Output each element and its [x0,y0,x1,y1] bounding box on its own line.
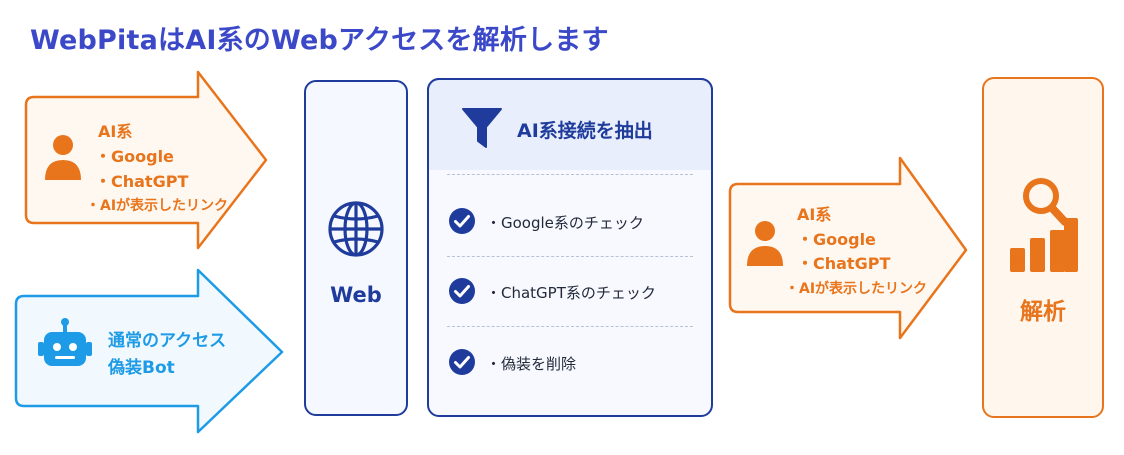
check-item-label: ・偽装を削除 [486,355,577,373]
output-text: AI系 ・Google ・ChatGPT ・AIが表示したリンク [785,203,927,301]
person-icon [747,221,783,266]
ai-access-line: AI系 [98,122,133,141]
check-item-label: ・Google系のチェック [486,214,644,232]
normal-access-text: 通常のアクセス 偽装Bot [108,328,226,382]
check-circle-icon [449,208,475,234]
analytics-chart-icon [1010,178,1078,272]
ai-access-text: AI系 ・Google ・ChatGPT ・AIが表示したリンク [86,119,228,219]
ai-access-line: ・Google [95,147,174,166]
ai-access-line: ・ChatGPT [95,172,189,191]
output-line: ・ChatGPT [797,254,891,273]
robot-icon [38,318,92,366]
person-icon [45,135,81,180]
output-line: AI系 [797,205,832,224]
extract-title: AI系接続を抽出 [517,120,653,142]
divider [447,256,693,257]
output-line: ・Google [797,229,876,249]
result-label: 解析 [1020,299,1066,325]
page-title: WebPitaはAI系のWebアクセスを解析します [30,25,609,56]
globe-icon [328,201,384,257]
normal-access-line: 偽装Bot [108,358,175,378]
check-item-label: ・ChatGPT系のチェック [486,284,656,302]
ai-access-line: ・AIが表示したリンク [86,198,229,214]
normal-access-line: 通常のアクセス [108,331,227,351]
web-label: Web [330,283,382,307]
divider [447,174,693,175]
output-line: ・AIが表示したリンク [785,280,928,297]
check-circle-icon [449,349,475,375]
divider [447,326,693,327]
check-circle-icon [449,278,475,304]
filter-icon [462,108,502,148]
